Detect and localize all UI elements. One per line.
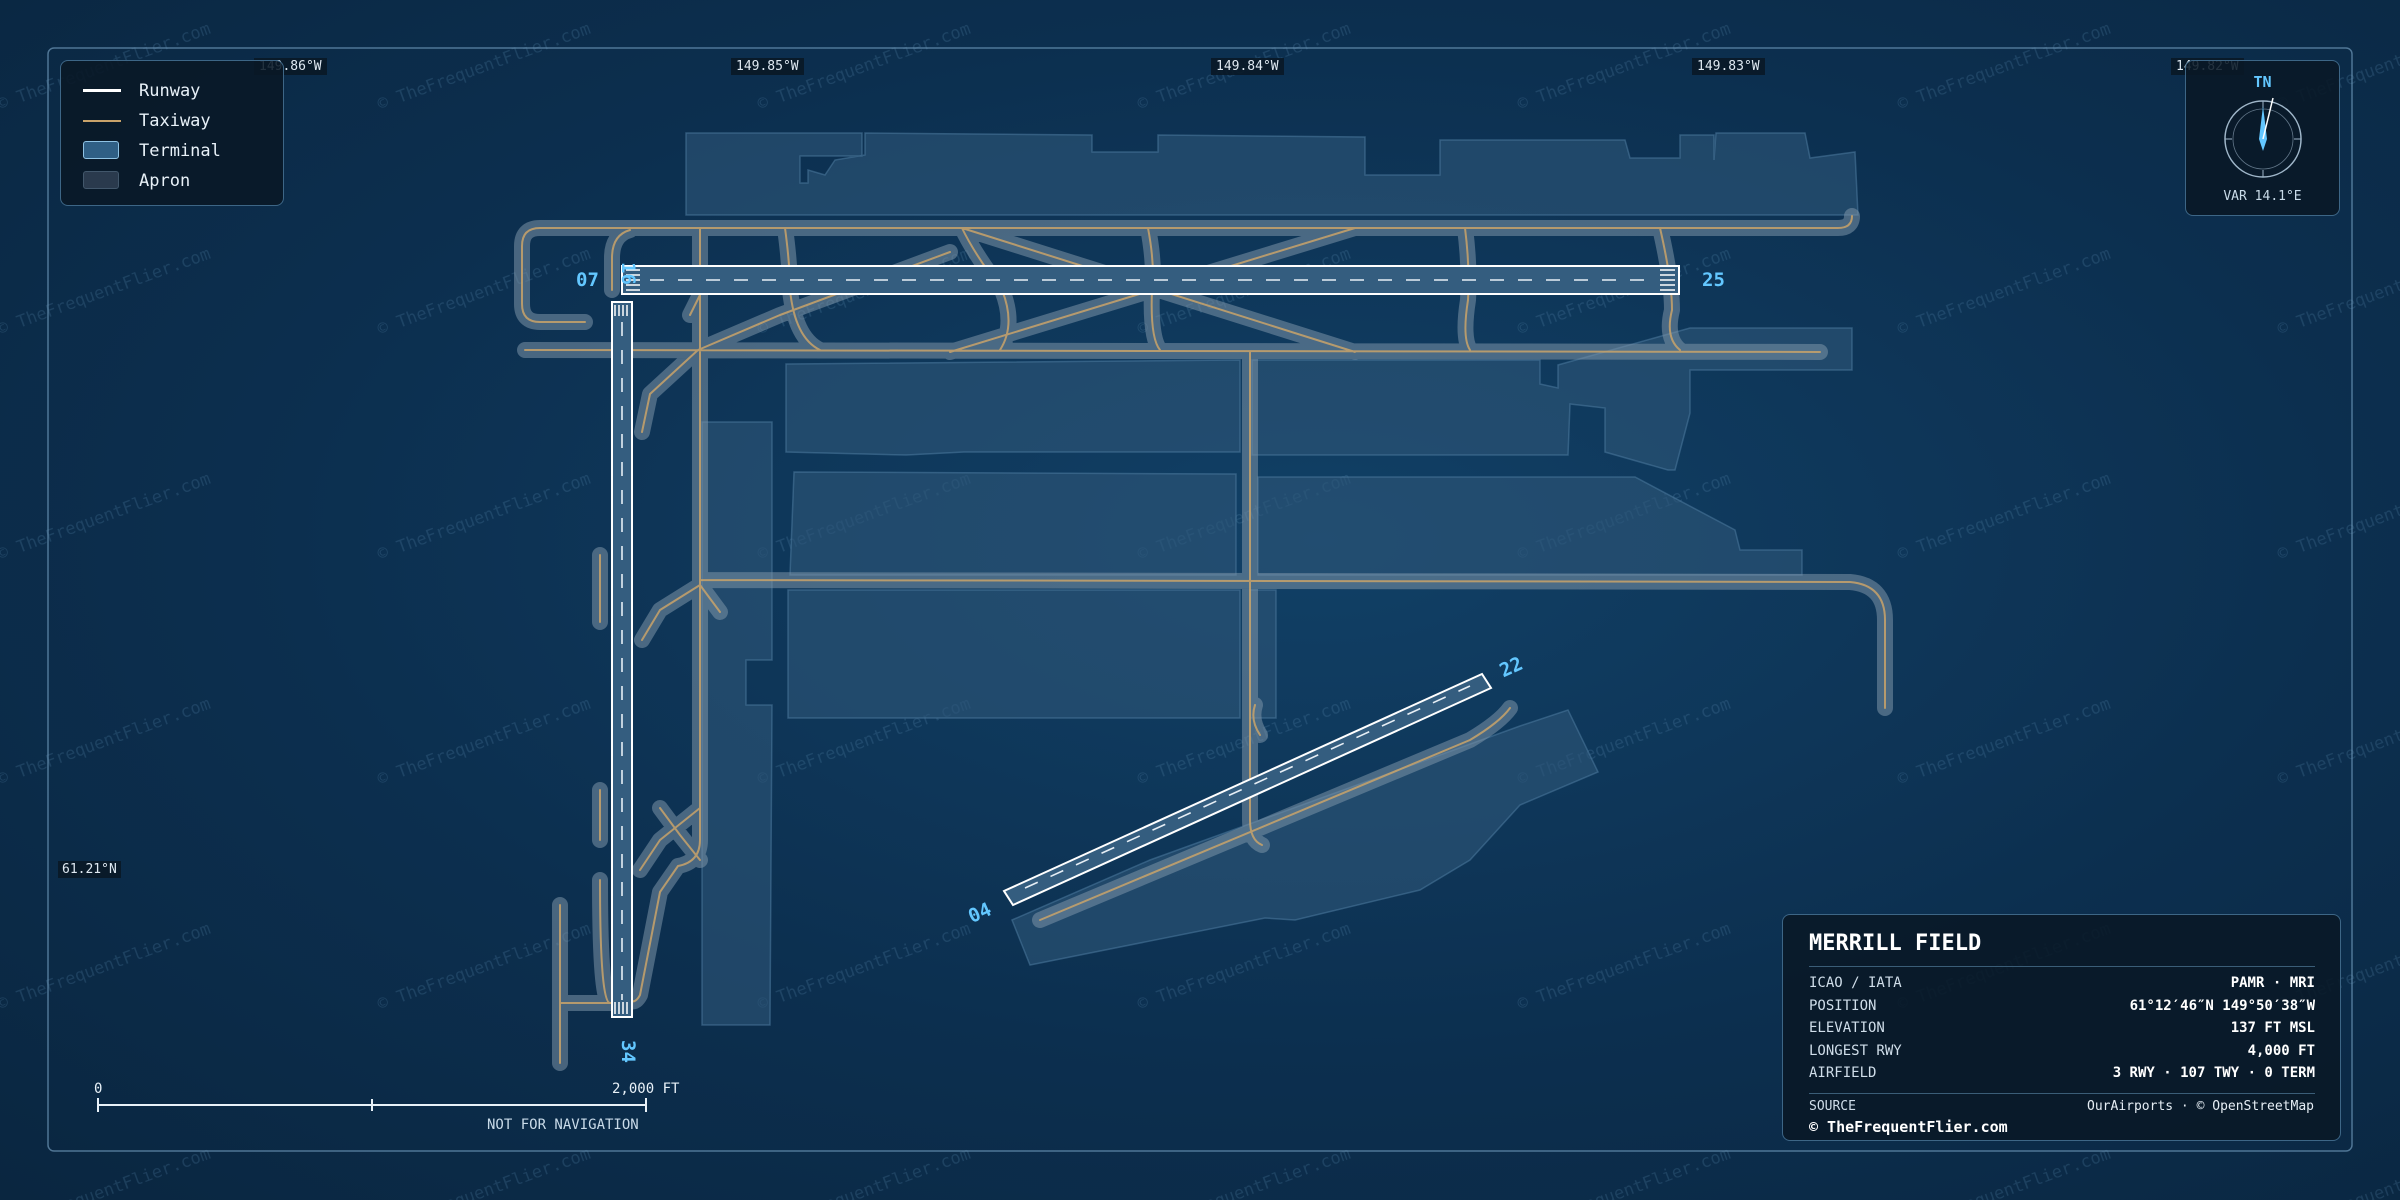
runway-layer <box>611 265 1680 1018</box>
airport-info-card: MERRILL FIELD ICAO / IATA PAMR · MRI POS… <box>1782 914 2341 1141</box>
apron-mid-north <box>785 359 1241 456</box>
legend-item-terminal: Terminal <box>83 138 221 164</box>
info-key: AIRFIELD <box>1809 1065 1877 1081</box>
legend-item-taxiway: Taxiway <box>83 108 211 134</box>
info-row-position: POSITION 61°12′46″N 149°50′38″W <box>1809 998 2315 1018</box>
runway-end-34: 34 <box>617 1040 639 1063</box>
info-row-codes: ICAO / IATA PAMR · MRI <box>1809 975 2315 995</box>
watermark-text: © TheFrequentFlier.com <box>1895 1144 2113 1200</box>
info-key: ICAO / IATA <box>1809 975 1902 991</box>
watermark-text: © TheFrequentFlier.com <box>0 919 213 1015</box>
info-value: 4,000 FT <box>2247 1043 2315 1059</box>
info-value: PAMR · MRI <box>2230 975 2315 991</box>
watermark-text: © TheFrequentFlier.com <box>2275 244 2400 340</box>
map-legend: Runway Taxiway Terminal Apron <box>60 60 284 206</box>
apron-south-mid <box>787 589 1241 719</box>
watermark-text: © TheFrequentFlier.com <box>1895 469 2113 565</box>
scale-bar <box>97 1098 647 1112</box>
apron-mid <box>789 471 1237 576</box>
watermark-text: © TheFrequentFlier.com <box>375 694 593 790</box>
runway-end-22: 22 <box>1496 653 1526 682</box>
watermark-text: © TheFrequentFlier.com <box>1895 244 2113 340</box>
divider <box>1809 1093 2315 1094</box>
watermark-text: © TheFrequentFlier.com <box>755 919 973 1015</box>
runway-end-07: 07 <box>576 269 599 291</box>
map-frame <box>47 47 2353 1152</box>
info-row-elevation: ELEVATION 137 FT MSL <box>1809 1020 2315 1040</box>
watermark-text: © TheFrequentFlier.com <box>2275 469 2400 565</box>
compass-icon <box>2224 97 2302 178</box>
runway-end-16: 16 <box>617 262 639 285</box>
apron-north <box>685 132 1859 216</box>
info-key: POSITION <box>1809 998 1877 1014</box>
longitude-label: 149.85°W <box>731 58 804 75</box>
navigation-disclaimer: NOT FOR NAVIGATION <box>487 1117 639 1133</box>
legend-label: Apron <box>139 171 191 191</box>
apron-west-strip <box>701 421 773 1026</box>
magnetic-variation: VAR 14.1°E <box>2223 189 2302 204</box>
watermark-text: © TheFrequentFlier.com <box>2275 694 2400 790</box>
source-value: OurAirports · © OpenStreetMap <box>2087 1099 2314 1114</box>
info-value: 137 FT MSL <box>2230 1020 2315 1036</box>
watermark-text: © TheFrequentFlier.com <box>1895 19 2113 115</box>
longitude-label: 149.84°W <box>1211 58 1284 75</box>
watermark-text: © TheFrequentFlier.com <box>1515 1144 1733 1200</box>
info-row-longest-runway: LONGEST RWY 4,000 FT <box>1809 1043 2315 1063</box>
watermark-text: © TheFrequentFlier.com <box>375 1144 593 1200</box>
runway-07-25 <box>621 265 1680 295</box>
apron-swatch-icon <box>83 171 121 191</box>
runway-end-04: 04 <box>965 898 995 927</box>
watermark-text: © TheFrequentFlier.com <box>755 1144 973 1200</box>
apron-southeast <box>1011 709 1600 966</box>
legend-label: Runway <box>139 81 201 101</box>
watermark-text: © TheFrequentFlier.com <box>0 244 213 340</box>
watermark-text: © TheFrequentFlier.com <box>375 19 593 115</box>
apron-east-north <box>1251 327 1853 471</box>
legend-item-apron: Apron <box>83 168 190 194</box>
watermark-text: © TheFrequentFlier.com <box>0 694 213 790</box>
info-value: 61°12′46″N 149°50′38″W <box>2129 998 2315 1014</box>
copyright: © TheFrequentFlier.com <box>1809 1118 2008 1136</box>
taxiway-swatch-icon <box>83 111 121 131</box>
info-value: 3 RWY · 107 TWY · 0 TERM <box>2112 1065 2315 1081</box>
watermark-text: © TheFrequentFlier.com <box>1135 1144 1353 1200</box>
true-north-label: TN <box>2253 73 2272 91</box>
legend-label: Terminal <box>139 141 221 161</box>
legend-item-runway: Runway <box>83 78 200 104</box>
runway-end-25: 25 <box>1702 269 1725 291</box>
watermark-text: © TheFrequentFlier.com <box>2275 1144 2400 1200</box>
source-key: SOURCE <box>1809 1099 1856 1114</box>
info-row-airfield: AIRFIELD 3 RWY · 107 TWY · 0 TERM <box>1809 1065 2315 1085</box>
info-key: LONGEST RWY <box>1809 1043 1902 1059</box>
watermark-text: © TheFrequentFlier.com <box>0 1144 213 1200</box>
scale-end-label: 2,000 FT <box>612 1081 680 1097</box>
runway-16-34 <box>611 301 633 1018</box>
runway-swatch-icon <box>83 81 121 101</box>
compass-rose: TN VAR 14.1°E <box>2185 60 2340 216</box>
legend-label: Taxiway <box>139 111 211 131</box>
info-key: ELEVATION <box>1809 1020 1885 1036</box>
airport-name: MERRILL FIELD <box>1809 931 1982 956</box>
watermark-text: © TheFrequentFlier.com <box>1515 919 1733 1015</box>
watermark-text: © TheFrequentFlier.com <box>375 469 593 565</box>
terminal-swatch-icon <box>83 141 121 161</box>
runway-04-22 <box>1002 672 1493 907</box>
longitude-label: 149.83°W <box>1692 58 1765 75</box>
latitude-label: 61.21°N <box>58 861 121 878</box>
divider <box>1809 966 2315 967</box>
magnetic-variation-needle <box>2262 97 2274 140</box>
watermark-text: © TheFrequentFlier.com <box>0 469 213 565</box>
watermark-text: © TheFrequentFlier.com <box>1895 694 2113 790</box>
scale-start-label: 0 <box>94 1081 103 1097</box>
